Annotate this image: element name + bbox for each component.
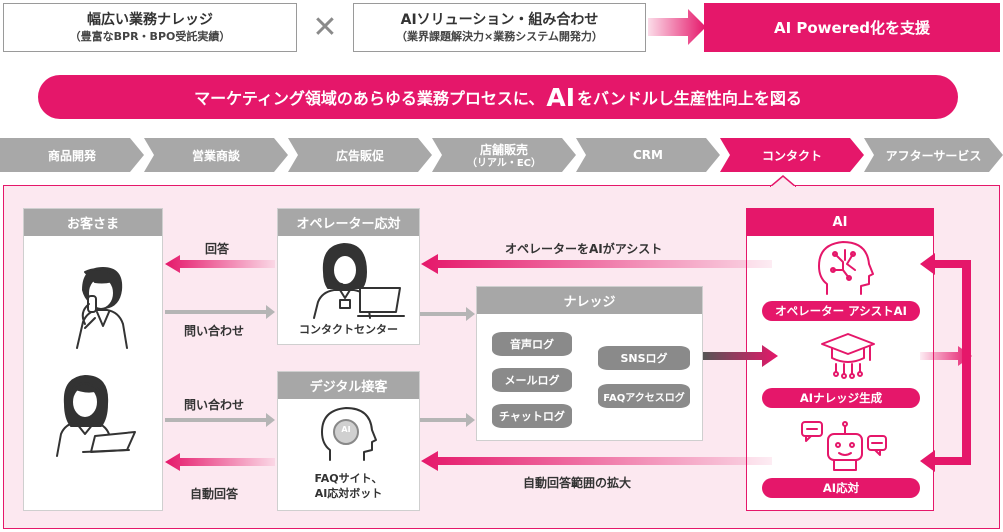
db-faq-access-log: FAQアクセスログ <box>598 384 690 408</box>
contact-center-label: コンタクトセンター <box>299 323 398 336</box>
process-step-label: CRM <box>633 148 663 162</box>
operator-headset-icon <box>313 243 405 319</box>
ai-brain-badge: AI <box>341 424 351 434</box>
knowledge-card-title: ナレッジ <box>477 287 702 314</box>
inquiry-arrow-1 <box>165 305 275 319</box>
auto-answer-arrow <box>165 453 275 471</box>
process-step-label: 商品開発 <box>47 148 96 163</box>
process-step-label: 店舗販売 <box>479 142 528 157</box>
solution-subtitle: （業界課題解決力×業務システム開発力） <box>396 30 603 43</box>
banner-text-ai: AI <box>546 82 576 112</box>
ai-gen-out-arrow <box>920 346 972 366</box>
process-step-label: 広告販促 <box>335 148 384 163</box>
process-step-promotion: 広告販促 <box>288 138 432 172</box>
inquiry-arrow-2 <box>165 413 275 427</box>
process-step-sales: 営業商談 <box>144 138 288 172</box>
ai-assist-label: オペレーターをAIがアシスト <box>505 242 663 256</box>
robot-chat-icon <box>801 421 887 471</box>
answer-label: 回答 <box>205 242 230 256</box>
process-step-label: 営業商談 <box>191 148 240 163</box>
banner-text-pre: マーケティング領域のあらゆる業務プロセスに、 <box>194 89 545 108</box>
customer-laptop-icon <box>56 375 136 457</box>
digital-title: デジタル接客 <box>278 372 419 399</box>
customer-phone-icon <box>76 267 128 349</box>
operator-title: オペレーター応対 <box>278 209 419 236</box>
inquiry-label-1: 問い合わせ <box>184 324 245 338</box>
db-voice-log: 音声ログ <box>492 332 572 356</box>
times-icon: ✕ <box>312 10 338 45</box>
arrow-right-icon <box>648 9 706 45</box>
process-step-contact: コンタクト <box>720 138 864 172</box>
expand-arrow <box>421 451 772 471</box>
ai-loop-bar <box>962 260 971 465</box>
process-step-sublabel: （リアル・EC） <box>466 157 542 169</box>
process-step-label: コンタクト <box>761 148 822 163</box>
db-sns-log: SNSログ <box>598 346 690 370</box>
banner-text-post: をバンドルし生産性向上を図る <box>577 89 802 108</box>
knowledge-box: 幅広い業務ナレッジ （豊富なBPR・BPO受託実績） <box>3 3 297 52</box>
customer-title: お客さま <box>24 209 162 236</box>
expand-label: 自動回答範囲の拡大 <box>523 476 632 490</box>
ai-brain-circuit-icon <box>818 241 874 295</box>
process-step-crm: CRM <box>576 138 720 172</box>
ai-response-tag: AI応対 <box>762 478 920 498</box>
db-mail-log: メールログ <box>492 368 572 392</box>
ai-card-title: AI <box>747 209 933 236</box>
ai-loop-top-arrow <box>920 253 971 275</box>
panel-pointer-icon <box>770 175 796 187</box>
ai-brain-head-icon <box>321 407 377 461</box>
faq-line2: AI応対ボット <box>314 487 383 500</box>
process-step-label: アフターサービス <box>885 148 982 163</box>
faq-line1: FAQサイト、 <box>314 472 383 485</box>
knowledge-to-ai-arrow <box>703 345 778 367</box>
ai-powered-box: AI Powered化を支援 <box>704 3 1000 52</box>
db-chat-log: チャットログ <box>492 404 572 428</box>
knowledge-subtitle: （豊富なBPR・BPO受託実績） <box>69 30 231 43</box>
digital-to-knowledge-arrow <box>420 413 475 427</box>
inquiry-label-2: 問い合わせ <box>184 398 245 412</box>
ai-assist-arrow <box>421 254 772 274</box>
solution-box: AIソリューション・組み合わせ （業界課題解決力×業務システム開発力） <box>353 3 646 52</box>
customer-card: お客さま <box>23 208 163 511</box>
solution-title: AIソリューション・組み合わせ <box>400 12 599 28</box>
process-step-after-service: アフターサービス <box>864 138 1003 172</box>
ai-operator-assist-tag: オペレーター アシストAI <box>762 301 920 321</box>
answer-arrow <box>165 255 275 273</box>
process-step-product-development: 商品開発 <box>0 138 144 172</box>
knowledge-title: 幅広い業務ナレッジ <box>87 12 213 28</box>
ai-knowledge-gen-tag: AIナレッジ生成 <box>762 388 920 408</box>
auto-answer-label: 自動回答 <box>190 487 239 501</box>
graduation-cap-icon <box>821 333 875 379</box>
faq-bot-label: FAQサイト、 AI応対ボット <box>277 470 420 502</box>
operator-to-knowledge-arrow <box>420 307 475 321</box>
ai-loop-bottom-arrow <box>920 450 971 472</box>
process-step-store-sales: 店舗販売 （リアル・EC） <box>432 138 576 172</box>
